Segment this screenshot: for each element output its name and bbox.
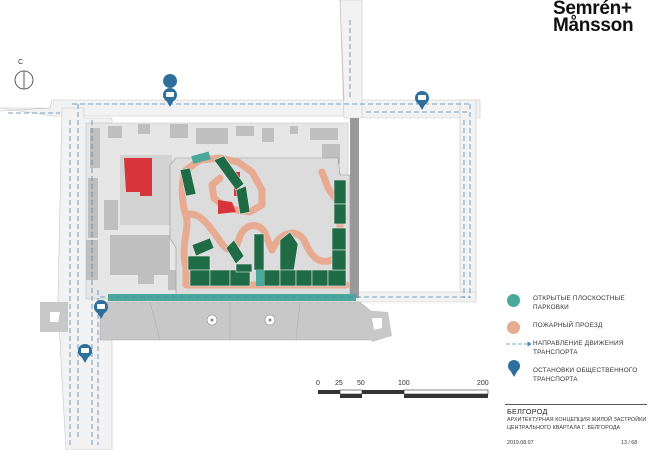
brand-line-1: Semrén+	[553, 0, 632, 19]
legend-label: НАПРАВЛЕНИЕ ДВИЖЕНИЯ ТРАНСПОРТА	[533, 340, 624, 356]
legend-item-parking: ОТКРЫТЫЕ ПЛОСКОСТНЫЕ ПАРКОВКИ	[505, 294, 653, 312]
parking-strip	[108, 294, 356, 301]
sheet-info: БЕЛГОРОД АРХИТЕКТУРНАЯ КОНЦЕПЦИЯ ЖИЛОЙ З…	[507, 407, 647, 432]
page-number: 13 / 68	[621, 440, 638, 446]
legend-bus-stop-symbol	[508, 360, 520, 377]
site-accent	[256, 270, 264, 286]
scale-bar	[318, 389, 489, 398]
bus-stop-icon	[163, 74, 178, 107]
legend-item-traffic: НАПРАВЛЕНИЕ ДВИЖЕНИЯ ТРАНСПОРТА	[505, 339, 653, 357]
scale-tick-label: 25	[335, 380, 343, 387]
legend-traffic-arrow-symbol	[506, 341, 532, 347]
parking-swatch-icon	[507, 294, 520, 307]
compass-label: С	[18, 59, 24, 66]
residential-buildings	[179, 155, 347, 287]
project-line-1: АРХИТЕКТУРНАЯ КОНЦЕПЦИЯ ЖИЛОЙ ЗАСТРОЙКИ	[507, 417, 647, 423]
brand-logo: Semrén+ Månsson	[553, 0, 634, 36]
south-square	[40, 301, 392, 342]
legend-label: ПОЖАРНЫЙ ПРОЕЗД	[533, 322, 603, 329]
scale-tick-label: 0	[316, 380, 320, 387]
fire-lane	[178, 154, 350, 289]
sheet-date: 2019.08.07	[507, 440, 534, 446]
scale-tick-label: 50	[357, 380, 365, 387]
traffic-directions	[8, 20, 471, 445]
fire-lane-swatch-icon	[507, 321, 520, 334]
site-accent	[191, 151, 211, 164]
brand-line-2: Månsson	[553, 15, 634, 36]
map-legend: ОТКРЫТЫЕ ПЛОСКОСТНЫЕ ПАРКОВКИ ПОЖАРНЫЙ П…	[505, 294, 653, 393]
legend-item-fire-lane: ПОЖАРНЫЙ ПРОЕЗД	[505, 321, 653, 334]
legend-item-bus-stop: ОСТАНОВКИ ОБЩЕСТВЕННОГО ТРАНСПОРТА	[505, 366, 653, 384]
project-line-2: ЦЕНТРАЛЬНОГО КВАРТАЛА Г. БЕЛГОРОДА	[507, 425, 621, 431]
legend-label: ОСТАНОВКИ ОБЩЕСТВЕННОГО ТРАНСПОРТА	[533, 367, 638, 383]
legend-label: ОТКРЫТЫЕ ПЛОСКОСТНЫЕ ПАРКОВКИ	[533, 295, 625, 311]
scale-tick-label: 200	[477, 380, 489, 387]
bus-stop-icon	[78, 344, 92, 363]
city-title: БЕЛГОРОД	[507, 407, 548, 416]
bus-stop-icon	[94, 300, 108, 319]
scale-tick-label: 100	[398, 380, 410, 387]
bus-stop-icon	[415, 91, 429, 110]
north-compass	[14, 70, 34, 90]
asphalt-strip	[350, 118, 359, 298]
divider	[505, 404, 647, 405]
